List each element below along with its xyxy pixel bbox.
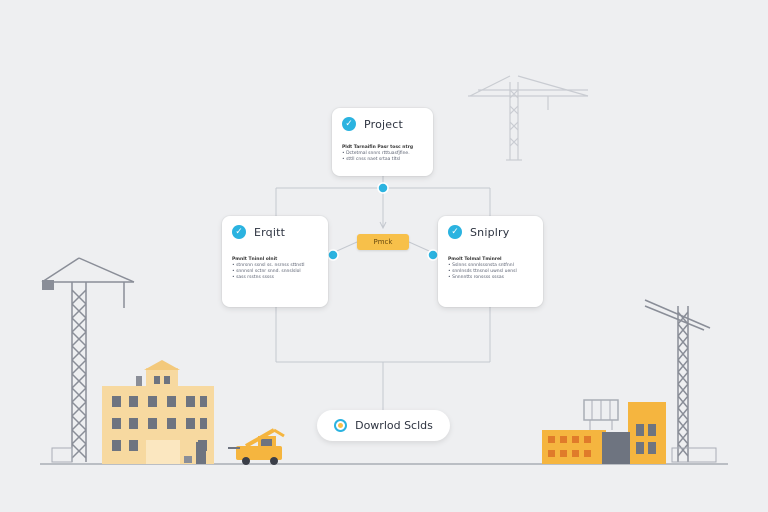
node-line: • sttll cnss naet srtaa tltsl xyxy=(342,157,401,162)
node-line: Pldt Tarnaifin Pasr tosc ntrg xyxy=(342,145,414,150)
download-button[interactable]: Dowrlod Sclds xyxy=(317,410,450,441)
crane-counterweight xyxy=(42,280,54,290)
node-line: • Snnnntts ronssss sssas xyxy=(448,275,504,280)
arrow-down-icon xyxy=(379,221,387,230)
connector-dot-icon xyxy=(377,182,389,194)
node-left[interactable]: ✓ Erqitt Pmnlt Tninnl olnit • stnrsnn ss… xyxy=(222,216,328,307)
fence xyxy=(671,447,717,463)
node-project[interactable]: ✓ Project Pldt Tarnaifin Pasr tosc ntrg … xyxy=(332,108,433,176)
crate xyxy=(184,456,192,463)
connector-dot-icon xyxy=(427,249,439,261)
node-icon: ✓ xyxy=(448,225,462,239)
node-line: Pmnlt Tninnl olnit xyxy=(232,257,278,262)
forklift-icon xyxy=(228,428,285,465)
connector-dot-icon xyxy=(327,249,339,261)
crane-icon xyxy=(644,299,711,462)
crane-icon xyxy=(41,257,135,462)
node-line: • sass rsstns sssss xyxy=(232,275,274,280)
node-icon: ✓ xyxy=(232,225,246,239)
node-line: • snnlnsds ttnsnol uwnsl uensl xyxy=(448,269,517,274)
crane-icon xyxy=(468,75,589,161)
building-icon xyxy=(542,399,666,464)
node-icon: ✓ xyxy=(342,117,356,131)
node-line: • Dctetmal snnrs rtttuasfjfine. xyxy=(342,151,410,156)
node-line: Pmolt Tolmal Tminrel xyxy=(448,257,502,262)
node-right[interactable]: ✓ Sniplry Pmolt Tolmal Tminrel • Sslnns … xyxy=(438,216,543,307)
node-line: • Sslnns snnnlsssnsta sntfnnl xyxy=(448,263,514,268)
download-button-label: Dowrlod Sclds xyxy=(355,419,433,432)
node-title: Project xyxy=(364,117,404,131)
node-line: • stnrsnn ssnsl ss. nsrnss sttnstl xyxy=(232,263,305,268)
fence xyxy=(51,447,73,463)
download-icon xyxy=(334,419,348,432)
node-title: Erqitt xyxy=(254,225,286,239)
mock-label: Pmck xyxy=(357,234,409,250)
node-title: Sniplry xyxy=(470,225,510,239)
node-line: • snnnsnl sctnr snnd. snnslslol xyxy=(232,269,301,274)
building-icon xyxy=(102,360,214,464)
